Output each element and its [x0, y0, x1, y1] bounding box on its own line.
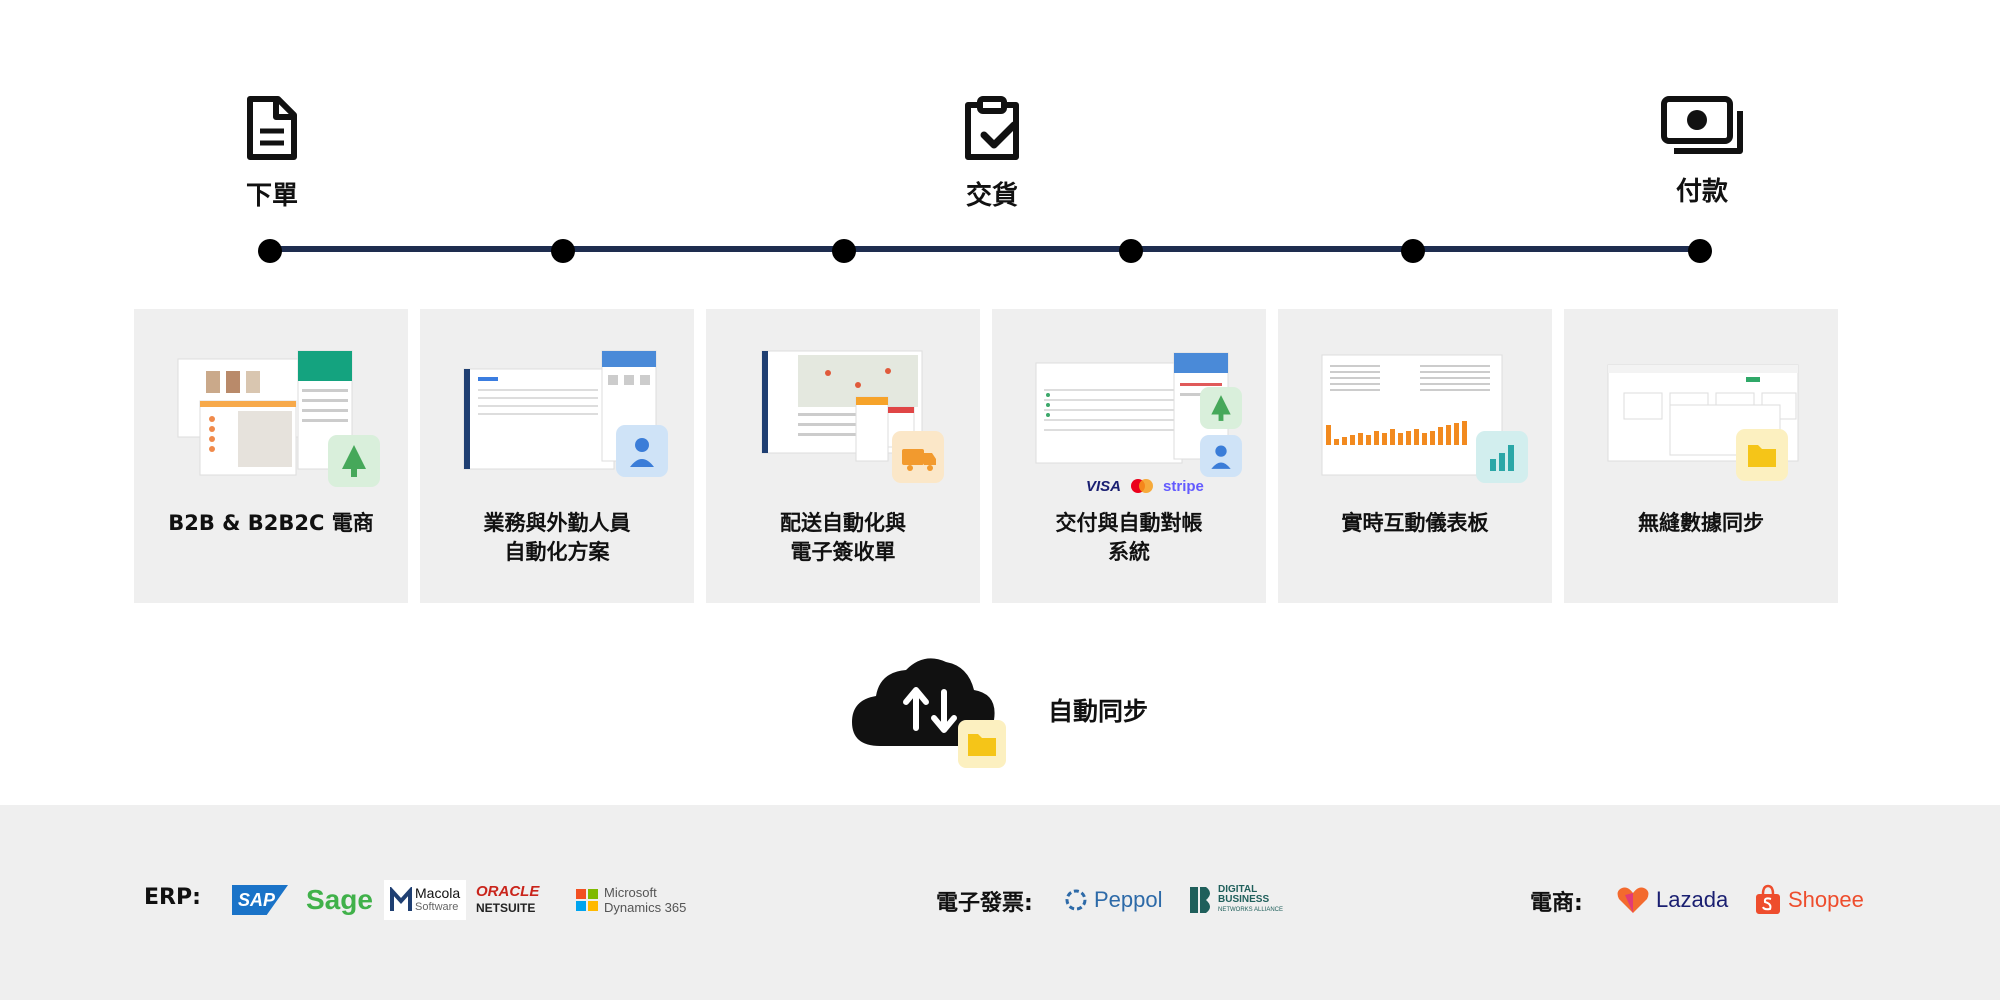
- timeline-dot: [1688, 239, 1712, 263]
- payment-logos: VISA stripe: [1086, 475, 1206, 497]
- shopee-bag-icon: [1756, 884, 1780, 914]
- timeline-line: [270, 246, 1700, 252]
- tree-icon: [328, 435, 380, 487]
- timeline-dot: [1119, 239, 1143, 263]
- sap-logo[interactable]: SAP: [232, 880, 288, 920]
- feature-card-data-sync[interactable]: 無縫數據同步: [1564, 309, 1838, 603]
- visa-logo: VISA: [1086, 477, 1122, 495]
- microsoft-squares-icon: [576, 889, 598, 911]
- macola-logo[interactable]: Macola Software: [384, 880, 467, 920]
- card-title: 配送自動化與 電子簽收單: [780, 511, 906, 564]
- feature-card-delivery[interactable]: 配送自動化與 電子簽收單: [706, 309, 980, 603]
- macola-mark-icon: [390, 887, 412, 911]
- stage-delivery: 交貨: [912, 95, 1072, 212]
- data-sync-screenshot: [1607, 364, 1799, 462]
- clipboard-check-icon: [965, 96, 1019, 160]
- card-title: 實時互動儀表板: [1341, 511, 1489, 535]
- mastercard-logo: [1131, 479, 1154, 493]
- integration-footer: [0, 805, 2000, 1000]
- document-icon: [247, 96, 297, 160]
- dbna-logo[interactable]: DIGITAL BUSINESS NETWORKS ALLIANCE: [1190, 880, 1283, 920]
- timeline-dot: [1401, 239, 1425, 263]
- einvoice-label: 電子發票:: [936, 891, 1033, 916]
- stripe-logo: stripe: [1163, 477, 1204, 495]
- stage-label: 交貨: [965, 181, 1018, 211]
- dbna-mark-icon: [1190, 887, 1210, 913]
- feature-card-ecommerce[interactable]: B2B & B2B2C 電商: [134, 309, 408, 603]
- folder-icon: [1736, 429, 1788, 481]
- cloud-sync-icon: [852, 658, 1006, 768]
- oracle-netsuite-logo[interactable]: ORACLE NETSUITE: [476, 883, 540, 916]
- person-icon: [1200, 435, 1242, 477]
- truck-icon: [892, 431, 944, 483]
- shopee-logo[interactable]: Shopee: [1754, 880, 1864, 920]
- peppol-logo[interactable]: Peppol: [1064, 880, 1163, 920]
- sync-label: 自動同步: [1048, 697, 1149, 726]
- stage-payment: 付款: [1622, 95, 1782, 208]
- timeline-dot: [832, 239, 856, 263]
- card-title: 業務與外勤人員 自動化方案: [483, 511, 631, 564]
- dashboard-screenshot: [1321, 354, 1503, 476]
- timeline-dot: [551, 239, 575, 263]
- bar-chart-icon: [1476, 431, 1528, 483]
- ecommerce-screenshot: [177, 350, 353, 476]
- stage-order: 下單: [192, 95, 352, 212]
- feature-card-reconciliation[interactable]: VISA stripe 交付與自動對帳 系統: [992, 309, 1266, 603]
- card-title: 交付與自動對帳 系統: [1055, 511, 1203, 564]
- peppol-mark-icon: [1065, 889, 1087, 911]
- stage-label: 下單: [245, 181, 298, 211]
- stage-label: 付款: [1675, 177, 1728, 207]
- tree-icon: [1200, 387, 1242, 429]
- feature-card-sales-automation[interactable]: 業務與外勤人員 自動化方案: [420, 309, 694, 603]
- feature-card-dashboard[interactable]: 實時互動儀表板: [1278, 309, 1552, 603]
- lazada-logo[interactable]: Lazada: [1616, 880, 1728, 920]
- microsoft-dynamics-logo[interactable]: Microsoft Dynamics 365: [576, 880, 686, 920]
- card-title: B2B & B2B2C 電商: [168, 511, 374, 535]
- process-section: 下單 交貨 付款: [134, 95, 1838, 768]
- erp-label: ERP:: [144, 885, 201, 910]
- card-title: 無縫數據同步: [1638, 511, 1764, 535]
- sage-logo[interactable]: Sage: [306, 884, 373, 915]
- ecommerce-label: 電商:: [1530, 891, 1583, 916]
- reconciliation-screenshot: [1035, 352, 1229, 464]
- cash-icon: [1661, 96, 1743, 154]
- person-icon: [616, 425, 668, 477]
- timeline-dot: [258, 239, 282, 263]
- lazada-heart-icon: [1617, 887, 1649, 913]
